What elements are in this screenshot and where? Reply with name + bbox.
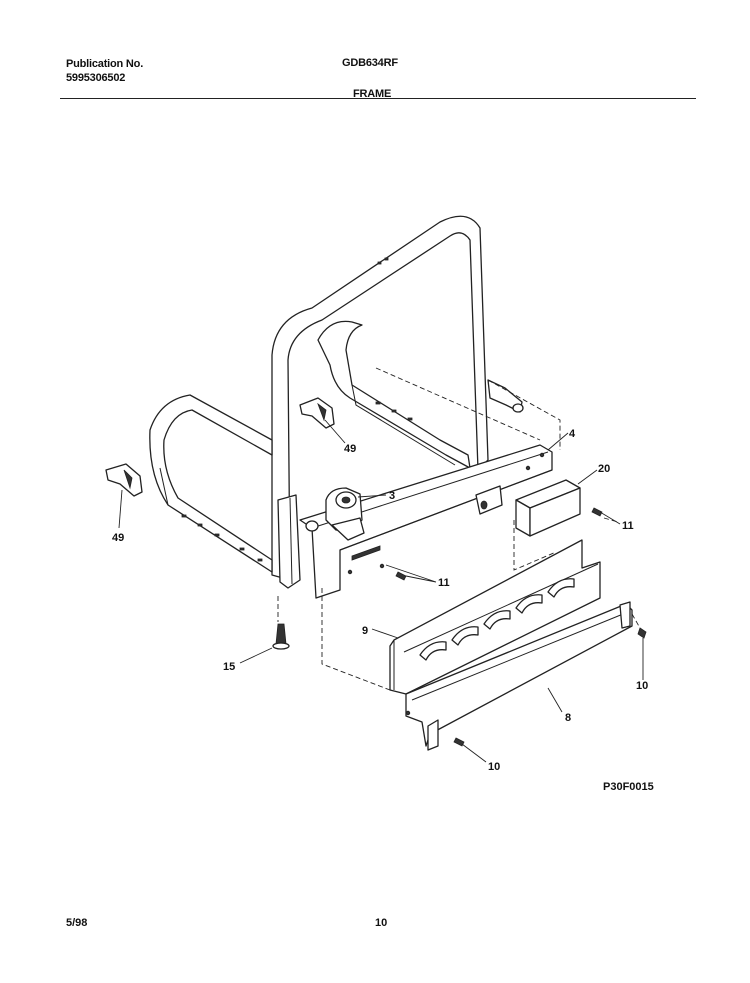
part-15-screw (272, 623, 290, 650)
callout-49-upper: 49 (344, 443, 356, 455)
callout-11-right: 11 (622, 520, 634, 532)
callout-9: 9 (362, 625, 368, 637)
section-title: FRAME (353, 88, 392, 100)
figure-id: P30F0015 (603, 781, 654, 793)
callout-49-lower: 49 (112, 532, 124, 544)
screws (395, 507, 647, 747)
part-3-inlet-valve (305, 487, 365, 541)
part-20-bracket-box (515, 479, 581, 537)
model-number: GDB634RF (342, 57, 398, 69)
callout-20: 20 (598, 463, 610, 475)
part-49-leg-brackets (105, 397, 335, 497)
callout-8: 8 (565, 712, 571, 724)
leader-lines (118, 419, 644, 763)
header-rule (60, 98, 696, 99)
revision-date: 5/98 (66, 917, 88, 929)
publication-number: 5995306502 (66, 72, 126, 84)
part-8-kick-plate (405, 601, 633, 751)
part-9-toe-panel (389, 539, 601, 695)
page-number: 10 (375, 917, 388, 929)
callout-3: 3 (389, 490, 395, 502)
publication-label: Publication No. (66, 58, 144, 70)
frame-structure (149, 215, 524, 589)
callout-15: 15 (223, 661, 235, 673)
callout-10-right: 10 (636, 680, 648, 692)
callout-labels: 4 20 3 49 49 11 11 9 10 10 8 15 (112, 428, 648, 773)
callout-4: 4 (569, 428, 576, 440)
callout-10-lower: 10 (488, 761, 500, 773)
callout-11-center: 11 (438, 577, 450, 589)
